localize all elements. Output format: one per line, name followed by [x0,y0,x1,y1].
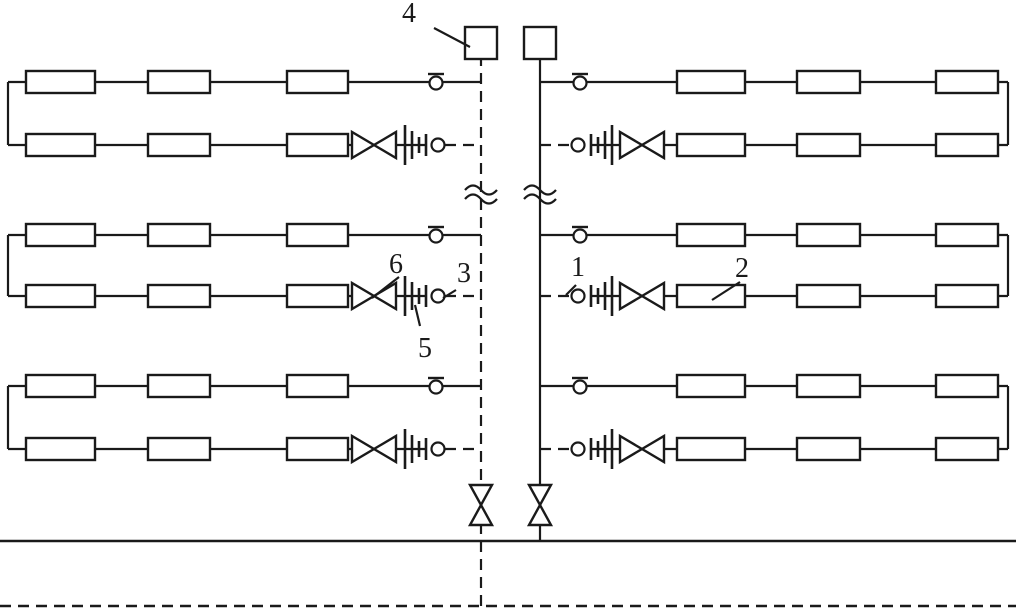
callout-1: 1 [571,252,585,283]
radiator-box [675,283,747,309]
callout-2: 2 [735,253,749,284]
expansion-tanks [463,25,558,61]
return-fittings-left [350,429,446,469]
radiator-box [146,69,212,95]
vent-cap-icon [430,137,446,153]
gate-valve-icon [618,433,645,465]
riser-valve-icon [467,502,495,527]
vent-cap-icon [570,441,586,457]
radiator-box [146,283,212,309]
riser-valve-icon [526,502,554,527]
break-mark-icon [464,184,498,196]
radiator-box [24,69,97,95]
radiator-box [285,69,350,95]
riser-valves [467,483,554,527]
return-fittings-right [570,276,666,316]
gate-valve-icon [639,129,666,161]
radiator-box [285,222,350,248]
vent-cap-icon [570,137,586,153]
vent-cap-icon [430,441,446,457]
riser-valve-icon [526,483,554,508]
return-fittings-right [570,429,666,469]
break-marks [464,184,557,205]
gate-valve-icon [350,280,377,312]
air-vent-icon [428,379,444,395]
gate-valve-icon [618,129,645,161]
callout-3: 3 [457,258,471,289]
return-fittings-right [570,125,666,165]
radiator-box [675,436,747,462]
floor-1 [6,69,1010,165]
return-fittings-left [350,276,446,316]
gate-valve-icon [371,280,398,312]
air-vent-icon [572,379,588,395]
radiator-box [146,373,212,399]
radiator-box [285,283,350,309]
air-vent-icon [572,228,588,244]
radiator-box [795,373,862,399]
gate-valve-icon [371,433,398,465]
radiator-box [795,222,862,248]
callout-4: 4 [402,0,416,29]
radiator-box [24,373,97,399]
callout-labels: 4 6 3 5 1 2 [389,0,749,364]
radiator-box [795,132,862,158]
radiator-box [795,436,862,462]
gate-valve-icon [639,433,666,465]
air-vent-icon [428,228,444,244]
radiator-box [24,132,97,158]
break-mark-icon [523,184,557,196]
floor-2 [6,222,1010,316]
riser-valve-icon [467,483,495,508]
radiator-box [675,222,747,248]
radiator-box [934,283,1000,309]
radiator-box [675,373,747,399]
radiator-box [675,69,747,95]
radiator-box [934,132,1000,158]
radiator-box [146,222,212,248]
radiator-box [285,436,350,462]
return-fittings-left [350,125,446,165]
radiator-box [795,69,862,95]
radiator-box [675,132,747,158]
radiator-box [934,373,1000,399]
radiator-box [146,436,212,462]
radiator-box [285,132,350,158]
radiator-box [24,436,97,462]
air-vent-icon [572,75,588,91]
callout-5: 5 [418,333,432,364]
floor-3 [6,373,1010,469]
gate-valve-icon [639,280,666,312]
radiator-box [146,132,212,158]
radiator-box [24,283,97,309]
gate-valve-icon [618,280,645,312]
radiator-box [24,222,97,248]
radiator-box [934,69,1000,95]
outer-lines [0,539,1016,608]
radiator-box [934,436,1000,462]
air-vent-icon [428,75,444,91]
gate-valve-icon [350,433,377,465]
radiator-box [795,283,862,309]
callout-6: 6 [389,249,403,280]
break-mark-icon [464,193,498,205]
gate-valve-icon [371,129,398,161]
break-mark-icon [523,193,557,205]
vent-cap-icon [570,288,586,304]
gate-valve-icon [350,129,377,161]
callout-leaders [371,27,741,327]
radiator-box [285,373,350,399]
vent-cap-icon [430,288,446,304]
radiator-box [934,222,1000,248]
